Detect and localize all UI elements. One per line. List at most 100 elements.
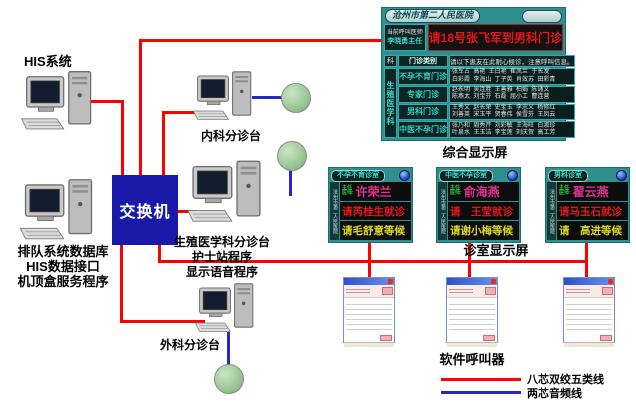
now-serving-row: 请芮桂生就诊 (340, 201, 411, 221)
now-serving-row: 请 王莹就诊 (448, 201, 519, 221)
room-display-body: 沧州市第二人民医院 主任 医师: 许荣兰 请芮桂生就诊 请毛舒意等候 (330, 182, 411, 241)
caller-window-list (346, 300, 392, 333)
caller-window-toolbar (344, 285, 394, 298)
doctor-name: 翟云燕 (572, 184, 609, 199)
cable-switch-to-bus-v (158, 244, 161, 263)
speaker-shengzhi (277, 141, 307, 171)
doctor-row: 主任 医师: 翟云燕 (557, 182, 628, 201)
computer-his (20, 71, 92, 130)
caller-window-footer (564, 335, 614, 342)
cable-switch-to-maindisplay-v (139, 39, 142, 177)
current-caller-label: 当前呼叫医师 (386, 30, 423, 36)
row-names: 王秀文 赵长荣 史宝玉 李忠义 杨修红 刘善英 宋玉平 贺春伟 侯雪芬 王凤云 (449, 103, 575, 121)
hospital-vertical-text: 沧州市第二人民医院 (332, 188, 338, 234)
legend-cat5-line (441, 378, 521, 381)
cable-switch-to-shengzhi (177, 210, 197, 213)
shengzhi-label-line1: 生殖医学科分诊台 (173, 235, 270, 249)
close-icon (491, 279, 496, 284)
shengzhi-label-line3: 显示语音程序 (185, 265, 258, 279)
indicator-icon (507, 170, 518, 181)
indicator-icon (399, 170, 410, 181)
cable-his-to-switch-v (121, 100, 124, 177)
main-display-titlebar: 沧州市第二人民医院 (382, 8, 565, 24)
audio-waike-to-speaker (227, 332, 230, 367)
cable-switch-to-waike-h (120, 320, 205, 323)
computer-neike-triage (192, 71, 252, 120)
names-line: 陈燕太 刘宝芬 石磊 屈小工 曹连营 (452, 94, 550, 101)
hospital-vertical-text: 沧州市第二人民医院 (549, 188, 555, 234)
doctor-label: 主任 医师: (450, 186, 462, 196)
doctor-label-line2: 医师: (559, 190, 571, 197)
table-row: 男科门诊 王秀文 赵长荣 史宝玉 李忠义 杨修红 刘善英 宋玉平 贺春伟 侯雪芬… (398, 103, 575, 121)
room-display-header: 男科诊室 (547, 169, 628, 182)
caller-window-toolbar (564, 285, 614, 298)
neike-label: 内科分诊台 (200, 129, 261, 143)
call-button (382, 287, 393, 295)
close-icon (388, 279, 393, 284)
main-display: 沧州市第二人民医院 当前呼叫医师 李晓勇主任 请18号张飞军到男科门诊 科 生殖… (381, 7, 575, 141)
waike-label: 外科分诊台 (159, 338, 220, 352)
doctor-name: 俞海燕 (463, 184, 500, 199)
names-line: 白彩霞 李海山 丁子英 肖效苏 田彩青 (452, 76, 556, 83)
waiting-row: 请谢小梅等候 (448, 221, 519, 241)
dept-vertical-text: 生殖医学科 (386, 80, 395, 126)
legend-cat5-label: 八芯双绞五类线 (527, 374, 604, 386)
computer-shengzhi-triage (187, 160, 261, 222)
room-title: 中医不孕诊室 (439, 169, 493, 182)
hospital-vertical-strip: 沧州市第二人民医院 (330, 182, 339, 240)
room-display-body: 沧州市第二人民医院 主任 医师: 俞海燕 请 王莹就诊 请谢小梅等候 (438, 182, 519, 241)
caller-window-list (449, 300, 495, 333)
audio-neike-to-speaker (252, 96, 282, 99)
main-display-table: 科 生殖医学科 门诊类别 请以下患友在此耐心候诊，注意呼叫信息。 不孕不育门诊 … (382, 53, 575, 140)
table-row: 不孕不育门诊 张军占 高艳 王白艳 崔凤兰 于长发 白彩霞 李海山 丁子英 肖效… (398, 68, 575, 85)
call-message: 请18号张飞军到男科门诊 (427, 24, 563, 51)
table-row: 中医不孕门诊 张乃和 周秀芹 刘彩敏 王海旺 白淑珍 叶泉水 王玉洁 李宝莲 刘… (398, 121, 575, 138)
footer-button (483, 335, 495, 341)
waiting-text: 请 高进等候 (559, 225, 622, 238)
row-names: 张军占 高艳 王白艳 崔凤兰 于长发 白彩霞 李海山 丁子英 肖效苏 田彩青 (449, 68, 575, 85)
room-display-header: 中医不孕诊室 (438, 169, 519, 182)
doctor-label-line2: 医师: (450, 190, 462, 197)
doctor-label-line1: 主任 (559, 185, 570, 192)
caller-window-statusbar (344, 342, 394, 347)
doctor-row: 主任 医师: 俞海燕 (448, 182, 519, 201)
room-display-rows: 主任 医师: 俞海燕 请 王莹就诊 请谢小梅等候 (448, 182, 519, 241)
doctor-label: 主任 医师: (342, 186, 354, 196)
now-serving-row: 请马玉石就诊 (557, 201, 628, 221)
caller-window-titlebar (564, 278, 614, 285)
db-label-line1: 排队系统数据库 (17, 244, 109, 259)
names-line: 叶泉水 王玉洁 李宝莲 刘庆贺 高工芳 (452, 129, 556, 136)
indicator-icon (616, 170, 627, 181)
caller-window-1 (343, 277, 395, 347)
room-display-rows: 主任 医师: 翟云燕 请马玉石就诊 请 高进等候 (557, 182, 628, 241)
hospital-vertical-strip: 沧州市第二人民医院 (547, 182, 556, 240)
row-names: 张乃和 周秀芹 刘彩敏 王海旺 白淑珍 叶泉水 王玉洁 李宝莲 刘庆贺 高工芳 (449, 121, 575, 138)
row-category: 专家门诊 (398, 85, 448, 103)
doctor-name: 许荣兰 (355, 184, 392, 199)
waiting-row: 请 高进等候 (557, 221, 628, 241)
network-switch: 交换机 (112, 175, 178, 245)
room-display-2: 中医不孕诊室 沧州市第二人民医院 主任 医师: 俞海燕 请 王莹就诊 (436, 167, 521, 243)
caller-window-3 (563, 277, 615, 347)
main-display-caption: 综合显示屏 (442, 145, 508, 160)
db-label-line2: HIS数据接口 (26, 259, 100, 274)
computer-waike-triage (194, 283, 254, 332)
dept-column: 科 生殖医学科 (384, 55, 397, 138)
caller-window-statusbar (564, 342, 614, 347)
caller-window-titlebar (447, 278, 497, 285)
doctor-label-line2: 医师: (342, 190, 354, 197)
waiting-text: 请毛舒意等候 (342, 225, 405, 238)
speaker-waike (214, 364, 244, 394)
shengzhi-label: 生殖医学科分诊台 护士站程序 显示语音程序 (150, 235, 294, 280)
main-display-callrow: 当前呼叫医师 李晓勇主任 请18号张飞军到男科门诊 (382, 24, 565, 51)
shengzhi-label-line2: 护士站程序 (191, 250, 252, 264)
doctor-label: 主任 医师: (559, 186, 571, 196)
dept-column-header: 科 (384, 55, 397, 67)
doctor-label-line1: 主任 (342, 185, 353, 192)
cable-room3-branch (585, 242, 588, 278)
network-switch-label: 交换机 (119, 204, 171, 221)
cable-room1-branch (368, 242, 371, 278)
cable-neike-to-switch-h (162, 111, 198, 114)
doctor-label-line1: 主任 (450, 185, 461, 192)
